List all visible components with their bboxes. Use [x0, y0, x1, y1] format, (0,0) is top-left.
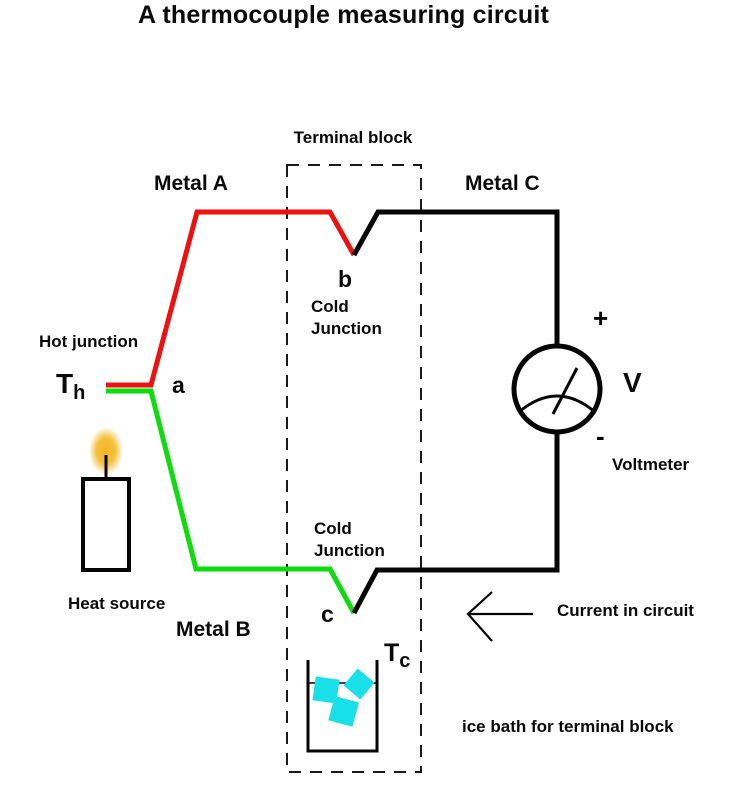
ice-cube [312, 676, 340, 704]
voltmeter-label: Voltmeter [612, 455, 690, 474]
metal-a-label: Metal A [154, 172, 228, 195]
junction-c-label: c [321, 601, 334, 627]
candle-body [81, 477, 131, 572]
current-direction-arrow [466, 591, 533, 642]
metal-b-wire [106, 388, 357, 615]
terminal-block-label: Terminal block [293, 128, 413, 147]
candle-flame-icon [89, 427, 123, 475]
t-hot-symbol: T [56, 368, 74, 399]
t-hot-subscript: h [73, 382, 86, 404]
diagram-title: A thermocouple measuring circuit [137, 1, 550, 29]
heat-source-label: Heat source [68, 594, 166, 613]
junction-a-label: a [172, 372, 185, 398]
voltmeter-minus-label: - [596, 421, 605, 451]
cold-junction-bottom-label: Cold Junction [314, 519, 385, 561]
t-cold-subscript: c [399, 650, 411, 672]
voltmeter-plus-label: + [593, 303, 609, 333]
voltmeter-scale-arc [518, 394, 596, 414]
hot-junction-label: Hot junction [39, 332, 139, 351]
metal-c-label: Metal C [465, 172, 540, 195]
current-in-circuit-label: Current in circuit [557, 601, 694, 620]
ice-cube [328, 696, 359, 727]
t-hot-label: Th [56, 366, 85, 406]
ice-bath-label: ice bath for terminal block [462, 717, 674, 736]
metal-b-label: Metal B [176, 618, 251, 641]
metal-c-wire-upper [351, 209, 560, 346]
terminal-block-dashed-box [286, 164, 422, 773]
t-cold-symbol: T [384, 639, 400, 667]
metal-c-wire-lower [351, 432, 560, 615]
voltmeter-needle [551, 367, 579, 415]
t-cold-label: Tc [384, 638, 410, 674]
metal-a-wire [106, 209, 357, 388]
cold-junction-top-label: Cold Junction [311, 297, 382, 339]
voltmeter-icon [511, 343, 603, 435]
ice-cube [343, 668, 375, 700]
voltmeter-v-label: V [623, 367, 642, 398]
junction-b-label: b [338, 266, 353, 292]
